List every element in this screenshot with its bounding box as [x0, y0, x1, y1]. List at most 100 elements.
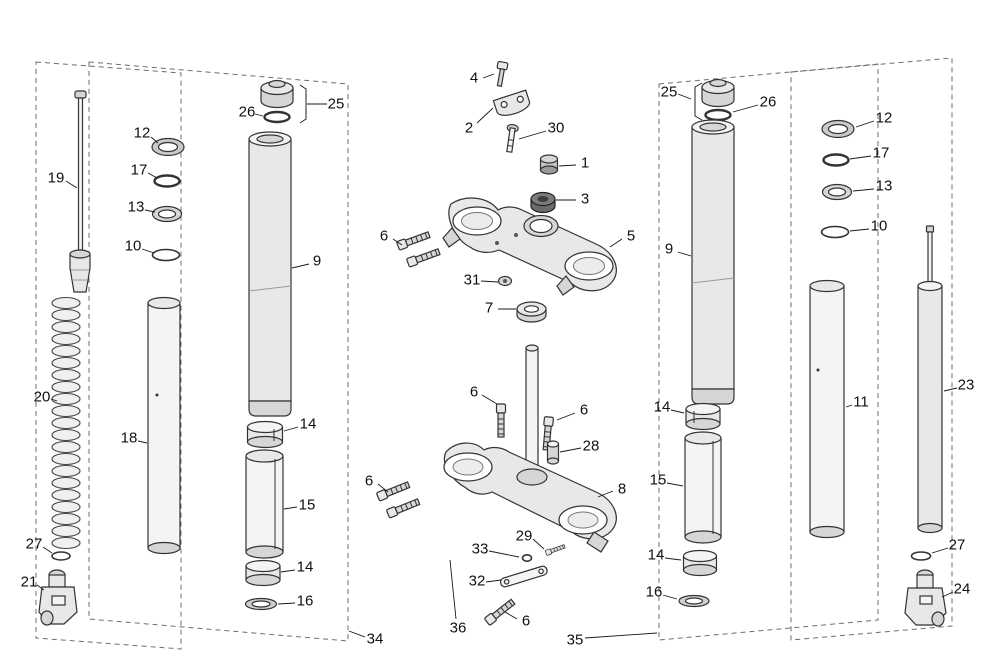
bushing-upper-right [685, 402, 721, 431]
callout-13-3: 13 [128, 199, 145, 216]
cartridge-damper-23 [917, 225, 943, 534]
callout-9-43: 9 [665, 241, 673, 258]
slide-bushing-left [245, 449, 284, 559]
callout-28-28: 28 [583, 438, 600, 455]
callout-19-0: 19 [48, 170, 65, 187]
outer-tube-left [248, 131, 292, 417]
bracket-25-left [299, 84, 307, 124]
callout-6-34: 6 [522, 613, 530, 630]
callout-6-26: 6 [470, 384, 478, 401]
leader-line-17-40 [849, 155, 872, 160]
o-ring-right [822, 153, 850, 167]
callout-2-18: 2 [465, 120, 473, 137]
callout-31-24: 31 [464, 272, 481, 289]
dust-seal-right [821, 183, 853, 201]
callout-7-25: 7 [485, 300, 493, 317]
leader-line-5-22 [609, 238, 623, 248]
leader-line-34-16 [348, 630, 366, 638]
cap-o-ring-left [263, 110, 291, 124]
leader-line-31-24 [480, 280, 499, 283]
leader-line-27-7 [42, 546, 53, 554]
leader-line-32-33 [485, 579, 502, 583]
leader-line-6-34 [504, 611, 518, 620]
callout-13-41: 13 [876, 178, 893, 195]
leader-line-8-29 [597, 490, 614, 498]
callout-26-38: 26 [760, 94, 777, 111]
callout-20-5: 20 [34, 389, 51, 406]
leader-line-29-31 [532, 538, 545, 550]
leader-line-25-37 [677, 93, 692, 100]
inner-tube-left [147, 296, 181, 555]
leader-line-12-39 [855, 120, 875, 128]
inner-tube-right [809, 279, 845, 539]
leader-line-10-4 [141, 248, 155, 254]
leader-line-18-6 [137, 440, 148, 444]
callout-23-45: 23 [958, 377, 975, 394]
leader-line-9-43 [677, 251, 692, 257]
leader-line-27-50 [931, 547, 949, 554]
fork-cap-right [701, 78, 735, 108]
callout-1-20: 1 [581, 155, 589, 172]
leader-line-14-14 [280, 569, 296, 573]
callout-12-39: 12 [876, 110, 893, 127]
leader-line-30-19 [518, 130, 547, 140]
oil-seal-right [821, 119, 855, 139]
seal-washer-left [244, 597, 278, 611]
callout-14-14: 14 [297, 559, 314, 576]
right-outer-group-box [658, 63, 879, 641]
snap-ring-right [910, 551, 932, 561]
axle-clamp-right [904, 569, 947, 627]
callout-29-31: 29 [516, 528, 533, 545]
fork-cap-left [260, 79, 294, 109]
callout-17-40: 17 [873, 145, 890, 162]
callout-27-7: 27 [26, 536, 43, 553]
cap-o-ring-right [704, 108, 732, 122]
fork-spring [51, 296, 81, 550]
damper-rod [69, 90, 91, 293]
callout-35-36: 35 [567, 632, 584, 649]
leader-line-14-46 [670, 409, 685, 414]
axle-clamp-left [38, 569, 78, 626]
callout-6-30: 6 [365, 473, 373, 490]
leader-line-26-9 [254, 113, 264, 117]
seal-washer-right [678, 594, 710, 608]
callout-17-2: 17 [131, 162, 148, 179]
callout-8-29: 8 [618, 481, 626, 498]
callout-10-42: 10 [871, 218, 888, 235]
washer-33 [521, 553, 533, 562]
callout-11-44: 11 [853, 394, 869, 411]
callout-33-32: 33 [472, 541, 489, 558]
upper-triple-clamp [442, 197, 617, 296]
handlebar-clamp [492, 89, 531, 116]
spacer-28 [546, 440, 560, 465]
leader-line-15-47 [666, 482, 684, 487]
leader-line-6-26 [481, 394, 498, 405]
callout-18-6: 18 [121, 430, 138, 447]
leader-line-17-2 [147, 172, 158, 179]
bushing-lower-left [245, 559, 281, 587]
callout-6-23: 6 [380, 228, 388, 245]
callout-27-50: 27 [949, 537, 966, 554]
leader-line-2-18 [476, 107, 494, 124]
callout-21-8: 21 [21, 574, 38, 591]
leader-line-6-27 [556, 412, 576, 421]
pinch-bolt-6-lower-a [375, 479, 411, 502]
callout-6-27: 6 [580, 402, 588, 419]
retaining-ring-right [820, 225, 850, 239]
leader-line-14-48 [664, 557, 682, 561]
right-inner-group-box [790, 57, 953, 641]
callout-36-35: 36 [450, 620, 467, 637]
callout-16-49: 16 [646, 584, 663, 601]
stem-locknut-3 [530, 191, 556, 214]
left-outer-group-box [88, 61, 349, 642]
leader-line-23-45 [943, 387, 958, 392]
callout-3-21: 3 [581, 191, 589, 208]
dust-seal-left [151, 205, 183, 223]
callout-16-15: 16 [297, 593, 314, 610]
leader-line-36-35 [449, 559, 457, 620]
callout-14-12: 14 [300, 416, 317, 433]
callout-14-46: 14 [654, 399, 671, 416]
callout-25-37: 25 [661, 84, 678, 101]
